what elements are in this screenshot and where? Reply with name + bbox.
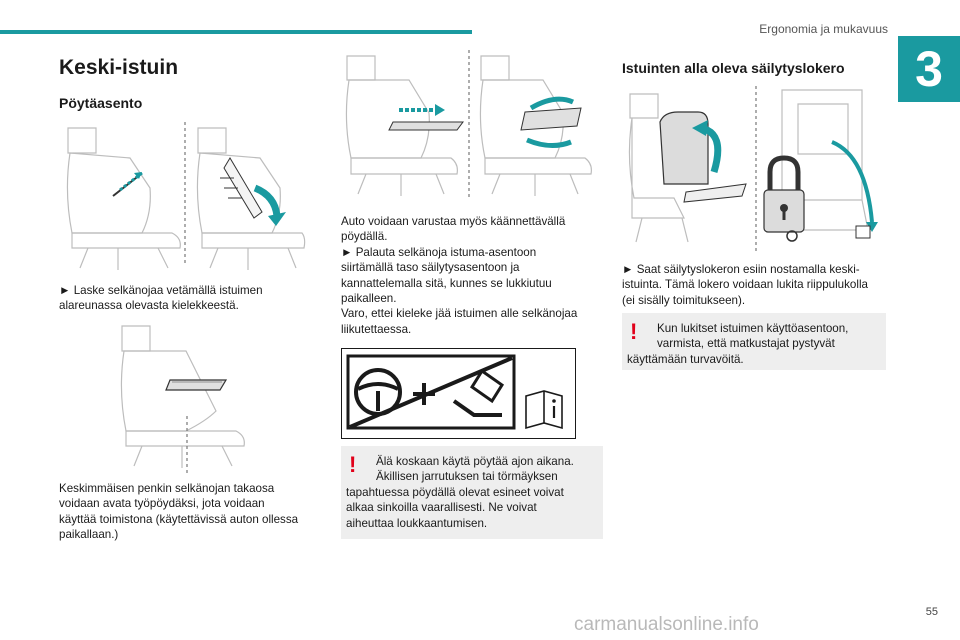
table-driving-warning-text: Älä koskaan käytä pöytää ajon aikana. Äk… <box>346 455 574 530</box>
step-lower-backrest: ► Laske selkänojaa vetämällä istuimen al… <box>59 284 263 313</box>
seat-backrest-lowering-illustration <box>66 122 306 270</box>
padlock-icon <box>767 155 801 192</box>
header-accent-bar <box>0 30 472 34</box>
seat-table-position-illustration <box>120 325 245 476</box>
rotating-table-text: Auto voidaan varustaa myös käännettäväll… <box>341 215 578 336</box>
workdesk-description: Keskimmäisen penkin selkänojan takaosa v… <box>59 482 299 542</box>
chapter-number-tab: 3 <box>898 36 960 102</box>
manual-book-icon <box>525 390 563 430</box>
warning-mark: ! <box>630 319 638 344</box>
section-title: Ergonomia ja mukavuus <box>759 22 888 36</box>
seatbelt-warning-box: ! Kun lukitset istuimen käyttöasentoon, … <box>622 313 886 370</box>
rotating-table-illustration <box>345 50 592 200</box>
page-number: 55 <box>925 606 938 618</box>
section-heading-table-position: Pöytäasento <box>59 95 143 111</box>
underseat-storage-illustration <box>628 86 878 251</box>
table-driving-warning-box: ! Älä koskaan käytä pöytää ajon aikana. … <box>341 446 603 539</box>
seatbelt-warning-text: Kun lukitset istuimen käyttöasentoon, va… <box>627 322 849 366</box>
section-heading-underseat-storage: Istuinten alla oleva säilytyslokero <box>622 60 845 76</box>
page-title: Keski-istuin <box>59 56 179 79</box>
warning-mark: ! <box>349 452 357 477</box>
seat-table-icon <box>469 368 505 404</box>
watermark: carmanualsonline.info <box>574 614 759 635</box>
step-open-storage: ► Saat säilytyslokeron esiin nostamalla … <box>622 263 868 307</box>
no-table-while-driving-pictogram <box>341 348 576 439</box>
